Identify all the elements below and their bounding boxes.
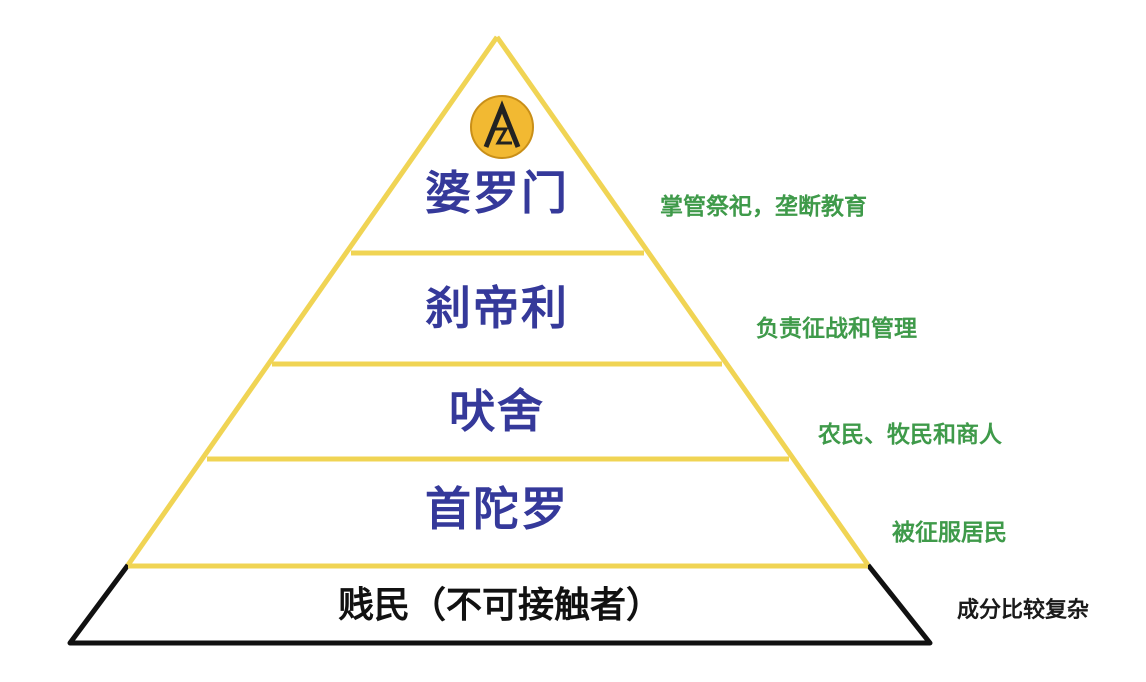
tier-dalit-label: 贱民（不可接触者） bbox=[337, 585, 662, 626]
tier-kshatriya-label: 刹帝利 bbox=[425, 281, 569, 335]
tier-brahmin-label: 婆罗门 bbox=[425, 166, 569, 220]
tier-shudra-description: 被征服居民 bbox=[892, 520, 1007, 546]
caste-emblem-icon bbox=[470, 95, 534, 159]
tier-kshatriya-description: 负责征战和管理 bbox=[756, 316, 917, 342]
tier-dalit-description: 成分比较复杂 bbox=[957, 598, 1090, 623]
tier-shudra-label: 首陀罗 bbox=[425, 482, 569, 536]
tier-brahmin-description: 掌管祭祀，垄断教育 bbox=[660, 194, 867, 220]
tier-vaishya-label: 吠舍 bbox=[449, 384, 545, 438]
tier-vaishya-description: 农民、牧民和商人 bbox=[818, 422, 1002, 448]
